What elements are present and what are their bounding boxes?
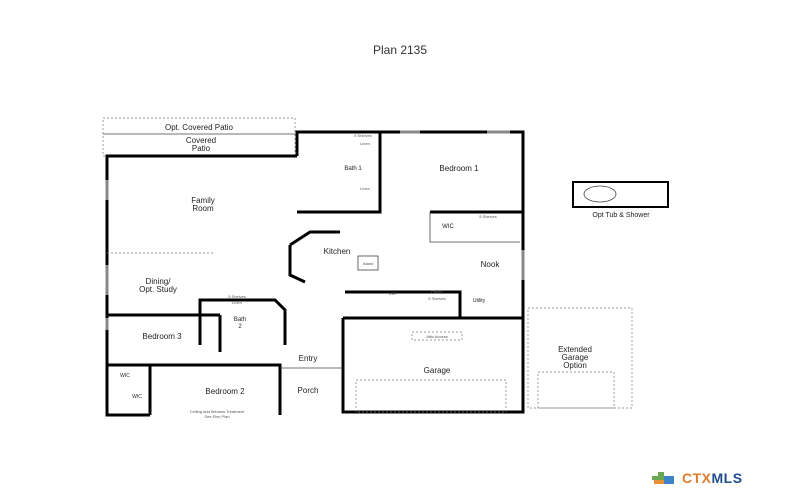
wall-kitchen-side xyxy=(288,245,306,284)
label-bath1: Bath 1 xyxy=(344,166,362,172)
wall-kitchen-counter xyxy=(289,230,340,247)
tub-icon xyxy=(583,185,617,203)
label-bath2: Bath xyxy=(234,317,246,323)
note-island: Island xyxy=(363,261,374,266)
label-extended-garage-3: Option xyxy=(563,361,587,370)
extended-garage-door xyxy=(537,371,615,409)
note-attic: Attic Access xyxy=(426,334,448,339)
wic-outline xyxy=(429,212,520,243)
label-opt-tub-shower: Opt Tub & Shower xyxy=(592,212,650,219)
plan-title: Plan 2135 xyxy=(373,43,427,57)
label-wic: WIC xyxy=(442,224,454,230)
kitchen-island xyxy=(357,255,379,271)
note-ceiling: Ceiling and Window Treatment xyxy=(190,409,245,414)
wall-east xyxy=(295,130,525,414)
wall-bedroom2 xyxy=(148,363,282,415)
label-dining: Dining/ xyxy=(146,277,172,286)
attic-access xyxy=(411,331,463,341)
note-linen: Linen xyxy=(360,141,370,146)
label-extended-garage-2: Garage xyxy=(562,353,589,362)
garage-door xyxy=(355,379,507,413)
label-garage: Garage xyxy=(424,366,451,375)
label-family-room: Family xyxy=(191,196,215,205)
label-bedroom1: Bedroom 1 xyxy=(439,164,479,173)
label-kitchen: Kitchen xyxy=(324,247,351,256)
note-bath2-shelves: 5 Shelves xyxy=(228,294,246,299)
label-bath2-2: 2 xyxy=(238,324,242,330)
label-bedroom2: Bedroom 2 xyxy=(205,387,245,396)
opt-tub-shower-box xyxy=(572,181,669,208)
note-ref: REF xyxy=(389,291,398,296)
label-utility: Utility xyxy=(473,298,486,304)
label-wic-bedroom2: WIC xyxy=(132,394,142,400)
note-bath2-linen: Linen xyxy=(232,300,242,305)
note-shelves: 5 Shelves xyxy=(354,133,372,138)
label-pantry: Pantry xyxy=(431,289,443,294)
label-bedroom3: Bedroom 3 xyxy=(142,332,182,341)
texas-logo-icon xyxy=(652,472,674,484)
wall-west xyxy=(105,154,297,417)
label-entry: Entry xyxy=(299,354,318,363)
label-covered-patio: Covered xyxy=(186,136,216,145)
wall-pantry xyxy=(345,290,462,318)
note-shelves-wic: 5 Shelves xyxy=(479,214,497,219)
label-family-room-2: Room xyxy=(192,204,214,213)
wall-bath1 xyxy=(297,132,382,214)
wall-bath2 xyxy=(198,298,287,345)
label-porch: Porch xyxy=(298,386,319,395)
label-wic-bedroom3: WIC xyxy=(120,373,130,379)
label-covered-patio-2: Patio xyxy=(192,144,211,153)
note-pantry-shelves: 5 Shelves xyxy=(428,296,446,301)
label-nook: Nook xyxy=(481,260,501,269)
label-dining-2: Opt. Study xyxy=(139,285,177,294)
label-extended-garage: Extended xyxy=(558,345,592,354)
label-opt-covered-patio: Opt. Covered Patio xyxy=(165,123,234,132)
note-ceiling-2: See Elev Plan xyxy=(204,414,229,419)
logo-text-ctx: CTX xyxy=(682,470,712,486)
note-linen-2: Linen xyxy=(360,186,370,191)
logo-text-mls: MLS xyxy=(711,470,743,486)
